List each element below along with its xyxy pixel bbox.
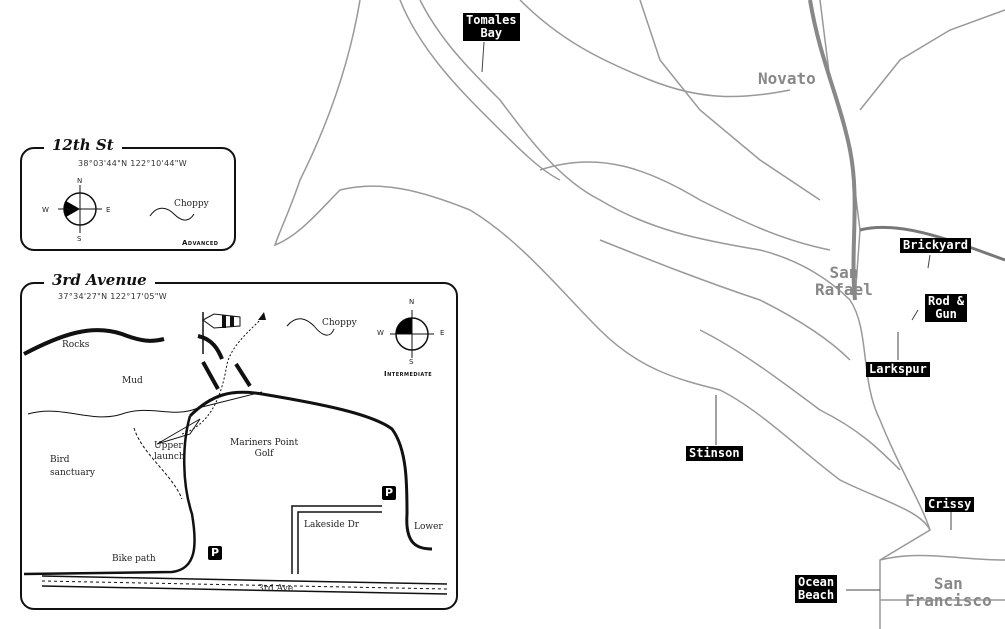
spot-title: 12th St bbox=[44, 136, 122, 154]
label-rod-and-gun[interactable]: Rod & Gun bbox=[925, 294, 968, 322]
parking-icon: P bbox=[382, 486, 396, 500]
rocks-line bbox=[23, 328, 165, 356]
feature-bird-sanctuary: Bird sanctuary bbox=[50, 455, 95, 478]
spot-card-12th-st[interactable]: 12th St 38°03'44"N 122°10'44"W N S W E C… bbox=[20, 136, 236, 251]
feature-lakeside-dr: Lakeside Dr bbox=[304, 520, 360, 530]
feature-golf: Mariners Point Golf bbox=[230, 438, 299, 459]
feature-rocks: Rocks bbox=[62, 340, 90, 350]
compass-s: S bbox=[77, 235, 82, 243]
feature-lower-launch: Lower bbox=[414, 522, 443, 532]
city-san-rafael: San Rafael bbox=[815, 263, 873, 299]
point-reyes-coast bbox=[273, 0, 931, 531]
compass-w: W bbox=[377, 329, 384, 337]
label-brickyard[interactable]: Brickyard bbox=[900, 238, 972, 253]
compass-w: W bbox=[42, 206, 49, 214]
spot-coords: 38°03'44"N 122°10'44"W bbox=[78, 159, 187, 168]
conditions: Choppy bbox=[322, 318, 357, 328]
skill-level: Intermediate bbox=[384, 370, 433, 378]
wind-compass-icon bbox=[58, 185, 102, 233]
conditions: Choppy bbox=[174, 199, 209, 209]
parking-icon: P bbox=[208, 546, 222, 560]
coastline bbox=[419, 0, 931, 629]
label-crissy[interactable]: Crissy bbox=[925, 497, 975, 512]
city-san-francisco: San Francisco bbox=[905, 574, 992, 610]
label-stinson[interactable]: Stinson bbox=[686, 446, 743, 461]
skill-level: Advanced bbox=[182, 239, 219, 247]
compass-n: N bbox=[77, 177, 83, 185]
spot-card-3rd-avenue[interactable]: 3rd Avenue 37°34'27"N 122°17'05"W Choppy… bbox=[20, 271, 458, 610]
label-ocean-beach[interactable]: Ocean Beach bbox=[795, 575, 838, 603]
compass-e: E bbox=[106, 206, 111, 214]
compass-n: N bbox=[409, 298, 415, 306]
label-tomales-bay[interactable]: Tomales Bay bbox=[463, 13, 520, 41]
spot-title: 3rd Avenue bbox=[44, 271, 155, 289]
compass-s: S bbox=[409, 358, 414, 366]
wind-compass-icon bbox=[390, 310, 434, 358]
site-diagram bbox=[23, 312, 448, 595]
feature-mud: Mud bbox=[122, 376, 143, 386]
feature-3rd-ave: 3rd Ave bbox=[258, 584, 294, 594]
spot-coords: 37°34'27"N 122°17'05"W bbox=[58, 292, 167, 301]
feature-upper-launch: Upper launch bbox=[154, 441, 185, 462]
city-novato: Novato bbox=[758, 69, 816, 88]
wave-icon bbox=[149, 207, 195, 221]
feature-bike-path: Bike path bbox=[112, 554, 156, 564]
label-larkspur[interactable]: Larkspur bbox=[866, 362, 930, 377]
compass-e: E bbox=[440, 329, 445, 337]
